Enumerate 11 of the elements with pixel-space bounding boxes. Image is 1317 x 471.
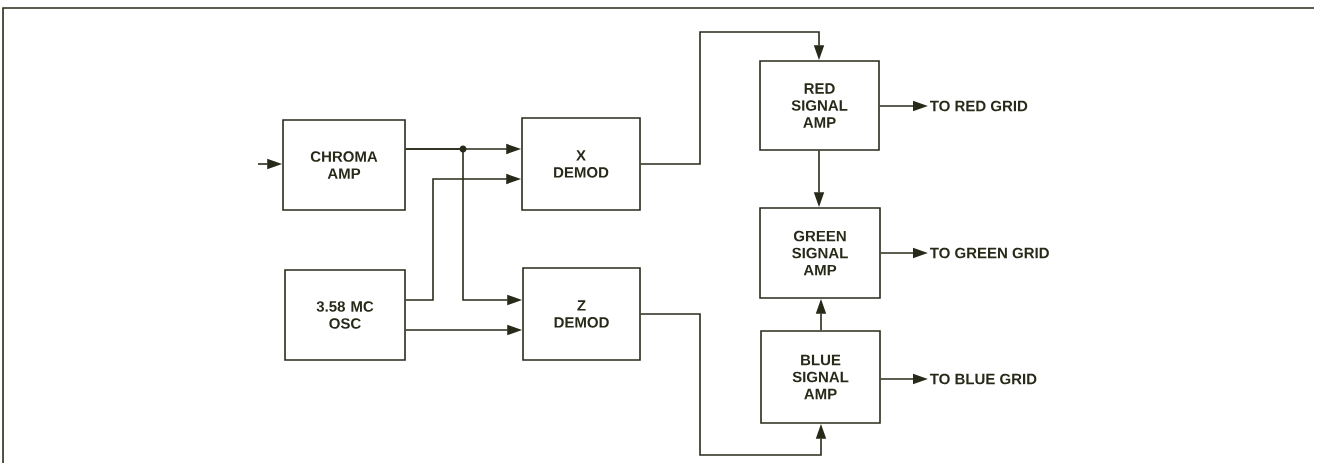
output-label: TO BLUE GRID [930,373,1037,385]
block-box: RED SIGNAL AMP [759,60,880,151]
output-label: TO GREEN GRID [930,247,1049,259]
block-box: GREEN SIGNAL AMP [759,207,881,299]
block-box: BLUE SIGNAL AMP [760,330,881,424]
block-box: CHROMA AMP [282,119,406,211]
block-box: 3.58 MC OSC [284,269,406,361]
output-label: TO RED GRID [930,100,1028,112]
block-box: Z DEMOD [522,267,641,361]
block-box: X DEMOD [521,117,641,211]
arrow [640,31,825,165]
